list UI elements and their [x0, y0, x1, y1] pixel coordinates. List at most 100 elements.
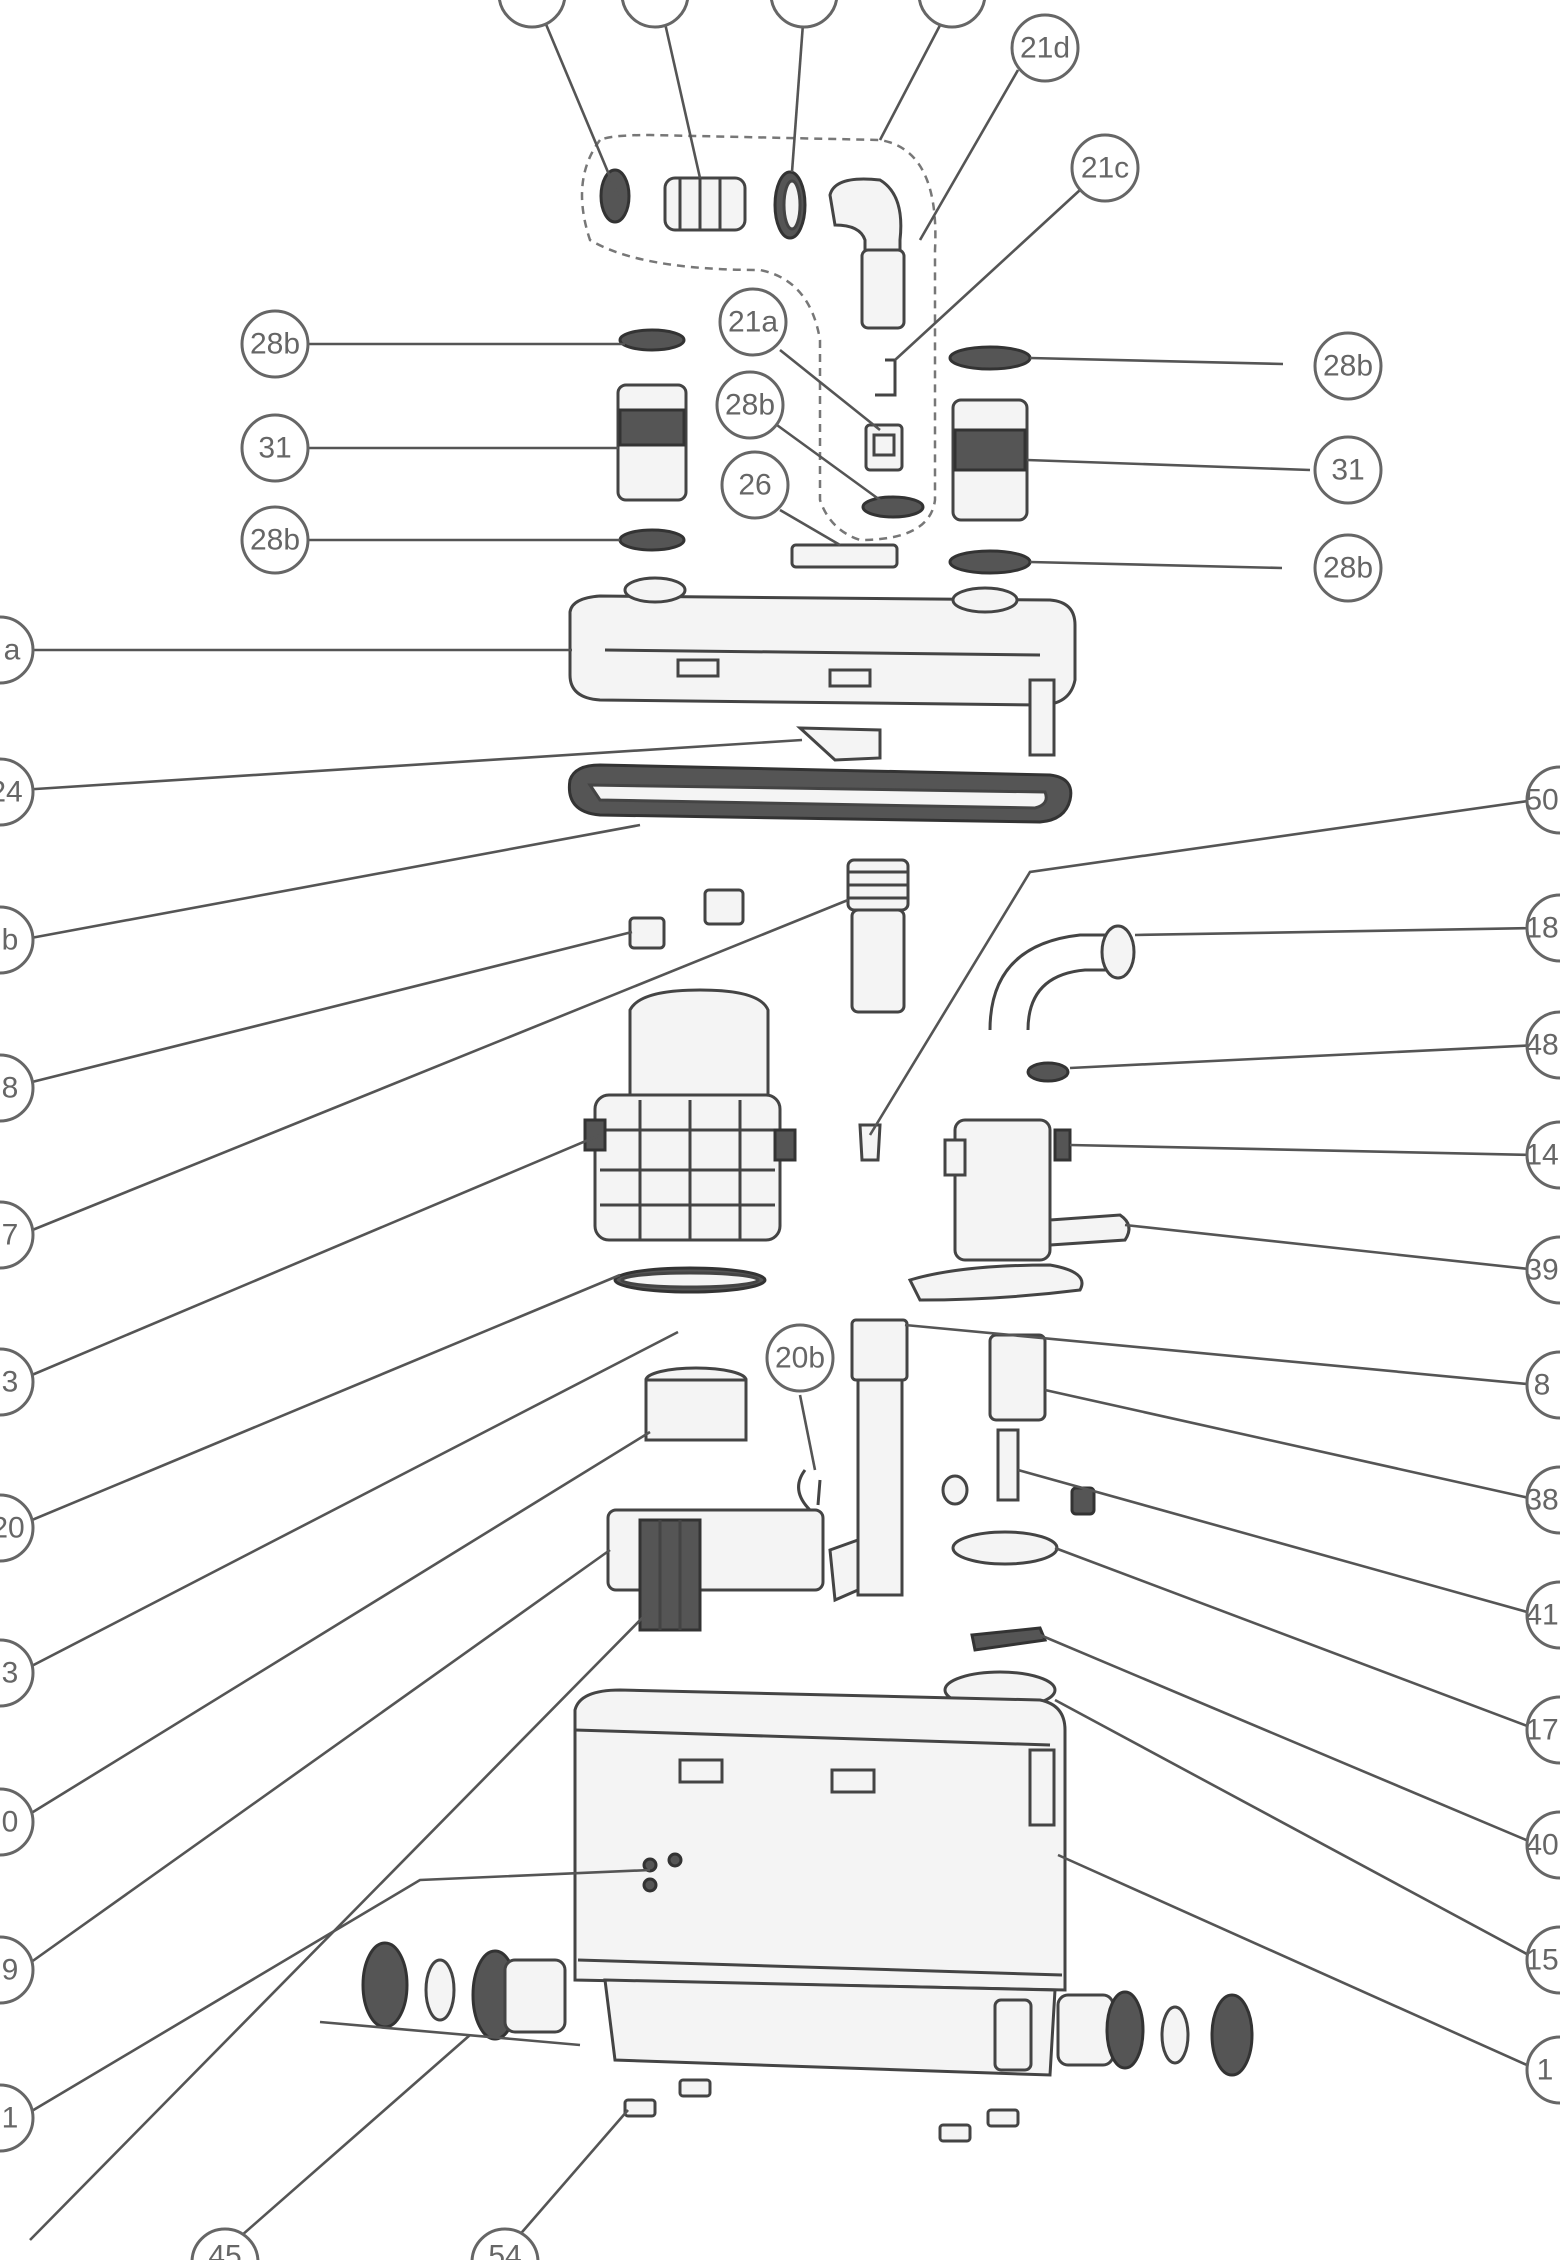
callout-20b: 20b	[765, 1323, 835, 1393]
svg-text:1: 1	[1537, 2054, 1554, 2087]
svg-text:28b: 28b	[250, 328, 300, 361]
connector-8-a	[628, 916, 666, 950]
callout-41: 41	[1525, 1580, 1560, 1650]
housing-13	[644, 1366, 748, 1442]
float-38	[988, 1333, 1047, 1422]
callout-38: 38	[1525, 1465, 1560, 1535]
svg-text:28b: 28b	[250, 524, 300, 557]
callout-8-left: 8	[0, 1053, 35, 1123]
foot-54-d	[986, 2108, 1020, 2128]
hose-18	[988, 924, 1136, 1031]
callout-48: 48	[1525, 1010, 1560, 1080]
svg-text:1: 1	[2, 2102, 19, 2135]
svg-text:40: 40	[1525, 1829, 1558, 1862]
svg-text:28b: 28b	[725, 389, 775, 422]
top-fittings-group-outline	[580, 133, 937, 542]
callout-21d: 21d	[1010, 13, 1080, 83]
housing-10	[606, 1508, 825, 1632]
svg-text:31: 31	[1331, 454, 1364, 487]
callout-18: 18	[1525, 893, 1560, 963]
svg-text:7: 7	[2, 1219, 19, 1252]
coupling-45-left	[361, 1941, 567, 2041]
svg-text:38: 38	[1525, 1484, 1558, 1517]
svg-text:28b: 28b	[1323, 552, 1373, 585]
callout-26: 26	[720, 450, 790, 520]
callout-24-left: 24	[0, 757, 35, 827]
callout-28b-right-1: 28b	[1313, 331, 1383, 401]
valve-21a	[864, 423, 904, 472]
svg-text:3: 3	[2, 1366, 19, 1399]
top-fitting-adaptor	[663, 176, 747, 232]
callout-top-b	[621, 0, 689, 29]
svg-text:14: 14	[1525, 1139, 1558, 1172]
callout-15: 15	[1525, 1925, 1560, 1995]
callout-7-left: 7	[0, 1200, 35, 1270]
svg-text:0: 0	[2, 1806, 19, 1839]
top-fitting-ring-1	[599, 168, 631, 224]
callout-1-left: 1	[0, 2083, 35, 2153]
inlet-pipe	[828, 1318, 909, 1603]
seal-28b-center	[861, 495, 925, 519]
cartridge-31-left	[616, 383, 688, 502]
pump-14	[907, 1118, 1131, 1302]
callout-54: 54	[470, 2227, 540, 2260]
svg-text:26: 26	[738, 469, 771, 502]
callout-13-left: 3	[0, 1638, 35, 1708]
svg-text:9: 9	[2, 1954, 19, 1987]
svg-text:a: a	[4, 634, 21, 667]
callout-3-left: 3	[0, 1347, 35, 1417]
svg-text:21d: 21d	[1020, 32, 1070, 65]
svg-text:28b: 28b	[1323, 350, 1373, 383]
part-24	[796, 726, 882, 762]
callout-21a: 21a	[718, 287, 788, 357]
svg-text:15: 15	[1525, 1944, 1558, 1977]
svg-text:8: 8	[2, 1072, 19, 1105]
cartridge-31-right	[951, 398, 1029, 522]
leader-lines	[19, 9, 1539, 2251]
svg-text:8: 8	[1534, 1369, 1551, 1402]
callout-14: 14	[1525, 1120, 1560, 1190]
top-fitting-ring-2	[773, 170, 807, 240]
svg-text:50: 50	[1525, 784, 1558, 817]
impeller-17	[941, 1428, 1096, 1566]
callout-1-right: 1	[1525, 2035, 1560, 2105]
seal-28b-right-top	[948, 345, 1032, 371]
clip-20b	[797, 1469, 822, 1512]
svg-text:21a: 21a	[728, 306, 778, 339]
callout-50: 50	[1525, 765, 1560, 835]
callout-10-left: 0	[0, 1787, 35, 1857]
callout-31-right: 31	[1313, 435, 1383, 505]
svg-text:b: b	[2, 924, 19, 957]
svg-text:31: 31	[258, 432, 291, 465]
svg-text:45: 45	[208, 2240, 241, 2260]
parts-artwork	[361, 133, 1254, 2143]
callout-a-left: a	[0, 615, 35, 685]
top-fitting-elbow	[828, 177, 906, 330]
svg-text:54: 54	[488, 2240, 521, 2260]
svg-text:3: 3	[2, 1657, 19, 1690]
svg-text:18: 18	[1525, 912, 1558, 945]
callout-31-left: 31	[240, 413, 310, 483]
svg-text:24: 24	[0, 776, 23, 809]
tank-1	[573, 1688, 1067, 2077]
svg-text:41: 41	[1525, 1599, 1558, 1632]
svg-text:20b: 20b	[775, 1342, 825, 1375]
svg-text:20: 20	[0, 1512, 25, 1545]
callout-20-left: 20	[0, 1493, 35, 1563]
callout-45: 45	[190, 2227, 260, 2260]
callout-b-left: b	[0, 905, 35, 975]
tube-7	[846, 858, 910, 1014]
callout-28b-left-2: 28b	[240, 505, 310, 575]
callout-9-left: 9	[0, 1935, 35, 2005]
foot-54-b	[678, 2078, 712, 2098]
callout-28b-center: 28b	[715, 370, 785, 440]
lid	[568, 576, 1077, 757]
svg-text:39: 39	[1525, 1254, 1558, 1287]
part-50	[858, 1123, 882, 1162]
clip-21c	[875, 358, 897, 397]
motor-3	[583, 988, 797, 1242]
callout-39: 39	[1525, 1235, 1560, 1305]
gasket	[567, 763, 1073, 824]
